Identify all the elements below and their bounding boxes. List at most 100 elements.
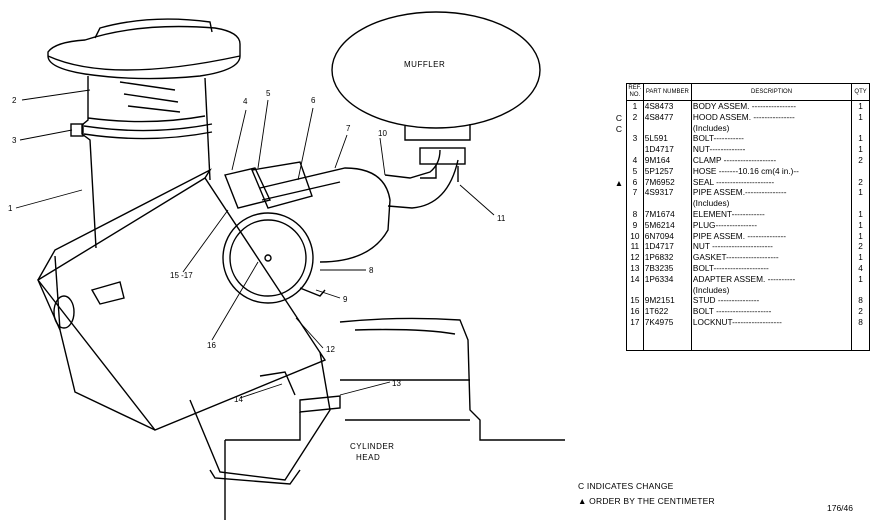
- cell-qty: 2: [851, 306, 870, 317]
- cylinder-head-label-line2: HEAD: [356, 453, 380, 462]
- table-row: (Includes): [626, 122, 870, 134]
- cell-qty: 1: [851, 111, 870, 123]
- callout-1: 1: [8, 204, 13, 213]
- cell-qty: 1: [851, 144, 870, 155]
- cell-ref: [626, 198, 644, 209]
- callout-8: 8: [369, 266, 374, 275]
- cell-ref: 9: [626, 219, 644, 231]
- cell-ref: 10: [626, 230, 644, 242]
- table-header-row: REF. NO. PART NUMBER DESCRIPTION QTY: [626, 83, 870, 101]
- cell-part: 1D4717: [643, 241, 692, 253]
- cell-qty: 1: [851, 230, 870, 242]
- cell-part: [643, 198, 692, 209]
- cell-ref: 15: [626, 295, 644, 307]
- parts-diagram: 2 3 1 4 5 6 7 10 11 8 9 12 13 14 15 -17 …: [8, 11, 565, 520]
- cell-ref: 8: [626, 208, 644, 220]
- cell-part: 9M2151: [643, 295, 692, 307]
- change-mark: C: [615, 113, 623, 123]
- cell-desc: NUT ----------------------: [691, 241, 853, 253]
- cell-desc: PIPE ASSEM. --------------: [691, 230, 853, 242]
- body-assembly-drawing: [70, 76, 213, 249]
- cell-qty: 1: [851, 187, 870, 199]
- cell-qty: [851, 165, 870, 177]
- cell-part: 7M6952: [643, 176, 692, 188]
- change-mark: C: [615, 123, 623, 134]
- precleaner-drawing: [36, 168, 327, 431]
- muffler-drawing: [331, 11, 541, 141]
- cell-desc: ELEMENT------------: [691, 208, 853, 220]
- leader-lines: [15, 89, 495, 399]
- header-qty: QTY: [851, 83, 870, 101]
- callout-13: 13: [392, 379, 401, 388]
- cell-qty: 1: [851, 133, 870, 145]
- cell-part: 4S8477: [643, 111, 692, 123]
- cell-ref: 5: [626, 165, 644, 177]
- header-part-number: PART NUMBER: [642, 83, 692, 101]
- cell-qty: 1: [851, 219, 870, 231]
- header-description: DESCRIPTION: [690, 83, 853, 101]
- cell-qty: 4: [851, 262, 870, 274]
- cell-desc: BOLT--------------------: [691, 262, 853, 274]
- callout-15-17: 15 -17: [170, 271, 193, 280]
- cell-desc: ADAPTER ASSEM. ----------: [691, 273, 853, 285]
- cell-qty: 1: [851, 273, 870, 285]
- change-mark: ▲: [614, 177, 624, 188]
- cell-desc: (Includes): [691, 198, 853, 209]
- cell-part: 7B3235: [643, 262, 692, 274]
- table-row: 1D4717 NUT-------------1: [626, 144, 870, 155]
- cell-ref: [626, 284, 644, 296]
- cell-qty: 8: [851, 295, 870, 307]
- cell-part: 7M1674: [643, 208, 692, 220]
- cell-part: 4S8473: [643, 100, 692, 112]
- change-note: C INDICATES CHANGE: [578, 481, 674, 491]
- cell-part: 4S9317: [643, 187, 692, 199]
- spacer-cell: [851, 327, 870, 351]
- callout-14: 14: [234, 395, 243, 404]
- callout-10: 10: [378, 129, 387, 138]
- cell-qty: [851, 198, 870, 209]
- cell-qty: [851, 122, 870, 134]
- callout-2: 2: [12, 96, 17, 105]
- cell-part: 5P1257: [643, 165, 692, 177]
- table-row: (Includes): [626, 284, 870, 296]
- cylinder-head-drawing: [224, 317, 565, 520]
- callout-9: 9: [343, 295, 348, 304]
- callout-6: 6: [311, 96, 316, 105]
- cell-ref: 7: [626, 187, 644, 199]
- cell-ref: [626, 122, 644, 134]
- cell-desc: (Includes): [691, 284, 853, 296]
- cell-part: 6N7094: [643, 230, 692, 242]
- cell-ref: 4: [626, 154, 644, 166]
- table-spacer-row: [626, 327, 870, 351]
- spacer-cell: [643, 327, 692, 351]
- cell-part: 1D4717: [643, 144, 692, 155]
- callout-12: 12: [326, 345, 335, 354]
- table-row: (Includes): [626, 198, 870, 209]
- cell-ref: 17: [626, 316, 644, 328]
- spacer-cell: [691, 327, 853, 351]
- figure-number: 176/46: [827, 503, 853, 513]
- cell-ref: 13: [626, 262, 644, 274]
- cell-ref: 16: [626, 306, 644, 317]
- cell-ref: 12: [626, 252, 644, 263]
- cell-part: 1T622: [643, 306, 692, 317]
- cell-desc: PLUG---------------: [691, 219, 853, 231]
- cell-desc: STUD ---------------: [691, 295, 853, 307]
- cell-desc: LOCKNUT------------------: [691, 316, 853, 328]
- cell-qty: 2: [851, 154, 870, 166]
- cell-qty: 1: [851, 208, 870, 220]
- callout-11: 11: [497, 214, 506, 223]
- cell-desc: PIPE ASSEM.---------------: [691, 187, 853, 199]
- callout-7: 7: [346, 124, 351, 133]
